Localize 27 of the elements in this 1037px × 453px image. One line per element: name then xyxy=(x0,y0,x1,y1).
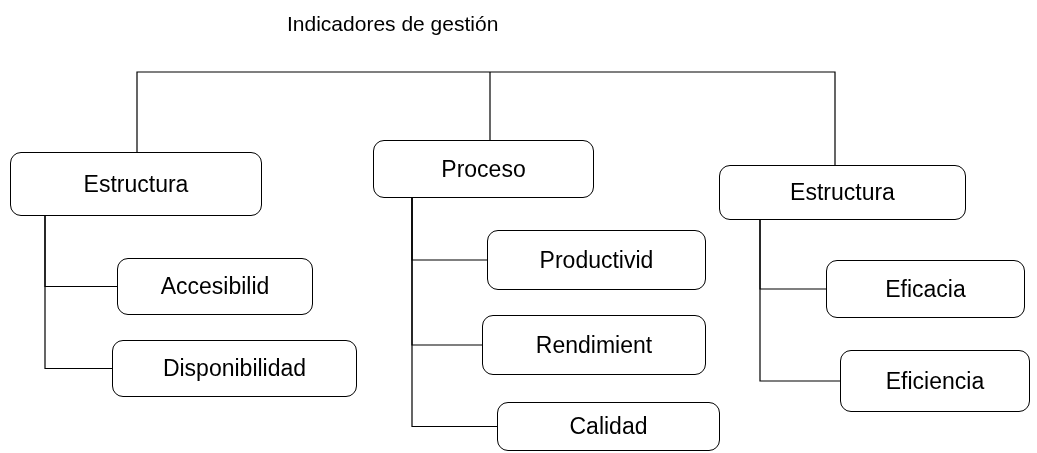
box-label: Eficacia xyxy=(885,275,966,303)
rounded-box xyxy=(10,152,262,216)
box-label: Productivid xyxy=(539,246,654,274)
connector-line xyxy=(136,71,491,153)
rounded-box xyxy=(373,140,594,198)
rounded-box xyxy=(112,340,357,397)
diagram-title: Indicadores de gestión xyxy=(287,12,499,36)
box-label: Calidad xyxy=(569,413,648,440)
rounded-box xyxy=(482,315,706,375)
box-label: Estructura xyxy=(83,170,189,198)
connector-line xyxy=(44,215,113,370)
rounded-box xyxy=(826,260,1025,318)
connector-line xyxy=(411,197,498,428)
rounded-box xyxy=(487,230,706,290)
box-label: Accesibilid xyxy=(160,273,270,300)
connector-line xyxy=(489,71,491,141)
box-label: Disponibilidad xyxy=(162,355,307,382)
box-label: Estructura xyxy=(790,179,895,206)
connector-line xyxy=(489,71,836,166)
box-label: Proceso xyxy=(441,155,526,183)
rounded-box xyxy=(117,258,313,315)
rounded-box xyxy=(840,350,1030,412)
rounded-box xyxy=(719,165,966,220)
rounded-box xyxy=(497,402,720,451)
box-label: Rendimient xyxy=(535,331,653,359)
box-label: Eficiencia xyxy=(885,367,985,395)
connector-line xyxy=(759,219,841,382)
